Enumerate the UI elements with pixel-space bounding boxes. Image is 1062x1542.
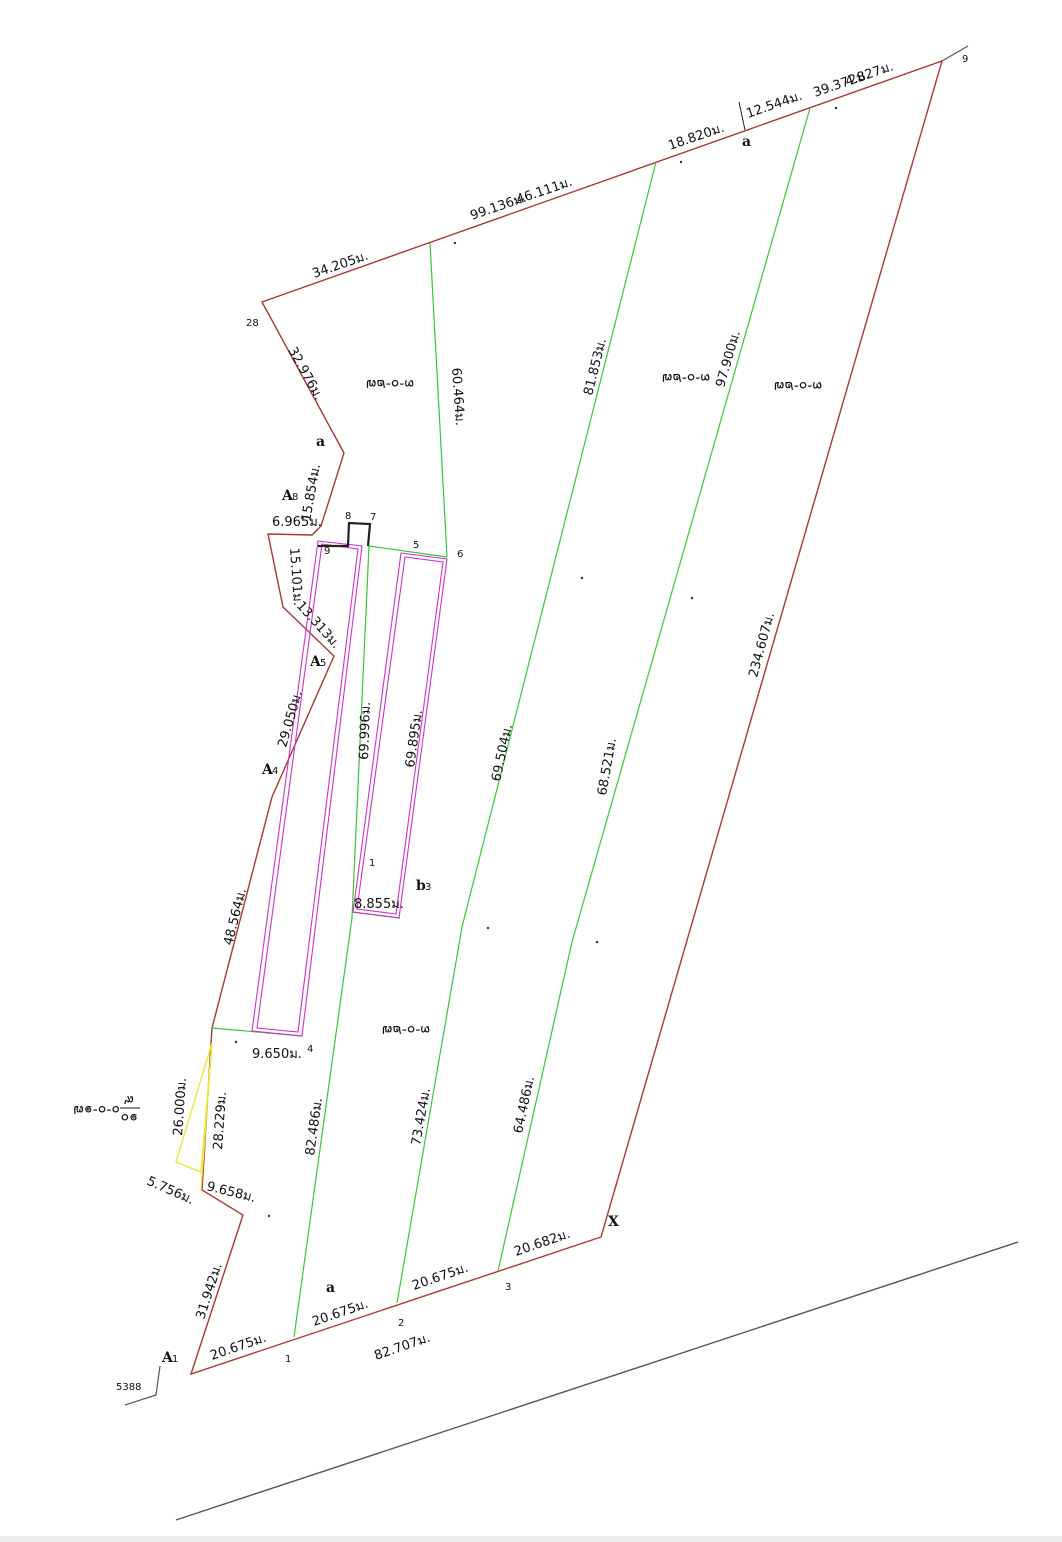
node-5: 5 xyxy=(413,540,419,551)
survey-dot xyxy=(690,596,694,600)
label-73424: 73.424ม. xyxy=(409,1087,434,1147)
node-6: 6 xyxy=(457,549,463,560)
node-9: 9 xyxy=(324,546,330,557)
area-label-3: ๓-๐-๒๗ xyxy=(774,378,822,394)
survey-dot xyxy=(234,1040,238,1044)
point-a-top: a xyxy=(742,134,751,150)
label-left-29050: 29.050ม. xyxy=(275,689,305,749)
subdivision-lines xyxy=(211,107,811,1338)
survey-dot xyxy=(679,160,683,164)
label-left-top: 32.976ม. xyxy=(285,345,326,403)
survey-dot xyxy=(595,940,599,944)
label-left-15101: 15.101ม. xyxy=(286,547,305,606)
label-bottom-4: 20.682ม. xyxy=(512,1227,572,1260)
point-X: X xyxy=(608,1214,619,1230)
building-right-inner xyxy=(356,556,444,915)
boundary-labels: 34.205ม. 99.136ม. 46.111ม. 18.820ม. 12.5… xyxy=(194,59,896,1363)
node-2: 2 xyxy=(398,1318,404,1329)
road-line-lower xyxy=(175,1241,1019,1521)
point-a-bottom: a xyxy=(326,1280,335,1296)
label-left-31942: 31.942ม. xyxy=(194,1261,226,1321)
survey-dot xyxy=(453,241,457,245)
bottom-strip xyxy=(0,1536,1062,1542)
point-28: 28 xyxy=(246,318,259,329)
area-label-small: ๐-๐-๑๗ xyxy=(73,1102,120,1118)
sub-line-top-5-6 xyxy=(368,545,448,558)
building-outlines xyxy=(251,540,448,1037)
point-a-left: a xyxy=(316,434,325,450)
small-plot-line xyxy=(200,1042,213,1191)
label-64486: 64.486ม. xyxy=(511,1075,538,1135)
label-28229: 28.229ม. xyxy=(211,1091,230,1150)
point-b3: b xyxy=(416,878,426,894)
point-A1-sub: 1 xyxy=(172,1354,178,1365)
node-5388: 5388 xyxy=(116,1382,141,1393)
sub-line-60464 xyxy=(429,242,448,558)
corner-notch xyxy=(318,521,372,548)
point-A1: A xyxy=(161,1350,174,1366)
node-8: 8 xyxy=(345,511,351,522)
label-top-seg3: 18.820ม. xyxy=(666,121,726,154)
point-A5: A xyxy=(309,654,322,670)
point-A8-sub: 8 xyxy=(292,492,298,503)
label-left-48564: 48.564ม. xyxy=(221,887,250,947)
area-label-small-den: ๑๐ xyxy=(121,1110,138,1126)
road-lines xyxy=(124,45,1019,1521)
sub-line-81853-69504-73424 xyxy=(396,161,657,1304)
area-label-small-num: ๙ xyxy=(124,1092,134,1108)
label-97900: 97.900ม. xyxy=(713,329,743,389)
label-26000: 26.000ม. xyxy=(171,1077,190,1136)
node-1-inner: 1 xyxy=(369,858,375,869)
point-A4: A xyxy=(261,762,274,778)
label-left-6965: 6.965ม. xyxy=(272,515,322,530)
building-right-outer xyxy=(352,552,448,919)
label-9650: 9.650ม. xyxy=(252,1047,302,1062)
area-label-2: ๓-๐-๒๗ xyxy=(662,370,710,386)
node-3: 3 xyxy=(505,1282,511,1293)
node-1: 1 xyxy=(285,1354,291,1365)
node-7: 7 xyxy=(370,512,376,523)
land-boundary xyxy=(189,59,944,1376)
label-69996: 69.996ม. xyxy=(357,701,374,760)
label-top-left: 34.205ม. xyxy=(310,249,370,282)
label-8855: 8.855ม. xyxy=(354,897,404,912)
boundary-tick xyxy=(738,101,746,131)
area-labels: ๓-๐-๒๗ ๓-๐-๒๗ ๓-๐-๒๗ ๓-๐-๒๗ ๐-๐-๑๗ ๙ ๑๐ xyxy=(73,370,822,1126)
area-label-4: ๓-๐-๒๗ xyxy=(382,1022,430,1038)
road-line-upper xyxy=(124,1365,161,1406)
label-left-a8: 15.854ม. xyxy=(299,463,324,523)
label-top-seg4: 12.544ม. xyxy=(744,89,804,122)
survey-dot xyxy=(834,106,838,110)
survey-dot xyxy=(486,926,490,930)
inner-labels: 60.464ม. 81.853ม. 97.900ม. 69.996ม. 69.8… xyxy=(144,329,744,1208)
label-top-mid2: 46.111ม. xyxy=(514,175,574,208)
label-81853: 81.853ม. xyxy=(581,337,610,397)
label-9658: 9.658ม. xyxy=(205,1179,257,1206)
point-9: 9 xyxy=(962,54,968,65)
survey-dots xyxy=(234,106,838,1218)
point-A4-sub: 4 xyxy=(272,766,278,777)
label-bottom-total: 82.707ม. xyxy=(372,1331,432,1364)
node-4: 4 xyxy=(307,1044,313,1055)
survey-dot xyxy=(267,1214,271,1218)
area-label-1: ๓-๐-๒๗ xyxy=(366,376,414,392)
road-stub-top xyxy=(941,45,969,62)
point-b3-sub: 3 xyxy=(425,882,431,893)
building-left-inner xyxy=(256,543,359,1033)
point-labels: 9 28 a a a A 8 A 5 A 4 A 1 b 3 X 8 7 9 5… xyxy=(116,54,968,1393)
sub-line-69996-82486 xyxy=(293,545,370,1338)
point-A5-sub: 5 xyxy=(320,658,326,669)
small-plot xyxy=(175,1042,213,1174)
label-69504: 69.504ม. xyxy=(489,723,516,783)
label-60464: 60.464ม. xyxy=(448,367,467,426)
label-top-seg6: 4.827ม. xyxy=(843,59,895,89)
sub-line-97900-68521-64486 xyxy=(497,107,811,1272)
label-5756: 5.756ม. xyxy=(144,1174,196,1208)
label-left-13313: 13.313ม. xyxy=(293,599,343,652)
label-bottom-3: 20.675ม. xyxy=(410,1261,470,1294)
point-A8: A xyxy=(281,488,294,504)
survey-dot xyxy=(580,576,584,580)
